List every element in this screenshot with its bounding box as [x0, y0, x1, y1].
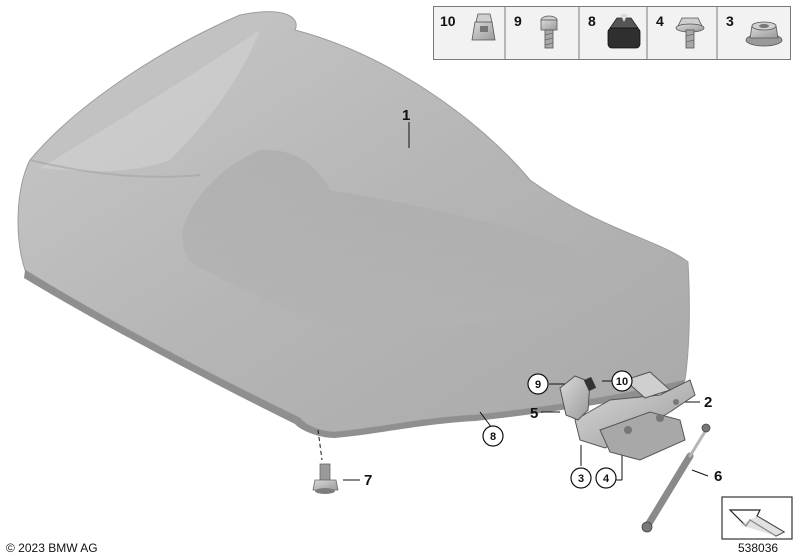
- circled-callouts: [482, 370, 633, 489]
- direction-arrow-box: [721, 496, 793, 540]
- hinge-bracket[interactable]: [559, 375, 597, 421]
- hood-panel[interactable]: [17, 11, 690, 438]
- circle-label-9: 9: [535, 379, 541, 391]
- callout-1: 1: [402, 107, 410, 124]
- parts-strip-items: 10 9 8 4: [440, 6, 783, 60]
- callout-2: 2: [704, 394, 712, 411]
- copyright-text: © 2023 BMW AG: [6, 541, 98, 555]
- callout-6: 6: [714, 468, 722, 485]
- circle-label-10: 10: [616, 376, 628, 388]
- callout-5: 5: [530, 405, 538, 422]
- circle-label-4: 4: [603, 473, 610, 485]
- strip-number-8: 8: [588, 13, 596, 29]
- diagram-number: 538036: [738, 541, 779, 555]
- callout-7: 7: [364, 472, 372, 489]
- flange-nut-icon: [745, 21, 783, 47]
- callout-labels: 1 2 5 6 7: [364, 107, 722, 489]
- hood-hinge-assembly[interactable]: [574, 371, 696, 461]
- hood-stop-bolt[interactable]: [312, 463, 339, 494]
- flange-bolt-icon: [675, 17, 705, 49]
- spring-clip-icon: [471, 13, 496, 41]
- strip-number-10: 10: [440, 13, 456, 29]
- hex-socket-screw-icon: [540, 15, 558, 49]
- circle-label-3: 3: [578, 473, 584, 485]
- circle-10: [611, 370, 633, 392]
- circle-8: [482, 425, 504, 447]
- circle-4: [595, 467, 617, 489]
- strip-number-3: 3: [726, 13, 734, 29]
- gas-strut[interactable]: [641, 423, 711, 533]
- strip-number-4: 4: [656, 13, 664, 29]
- circled-callout-labels: 8 9 10 3 4: [490, 376, 628, 485]
- circle-3: [570, 467, 592, 489]
- circle-label-8: 8: [490, 431, 496, 443]
- rubber-buffer-icon: [607, 14, 641, 49]
- strip-number-9: 9: [514, 13, 522, 29]
- circle-9: [527, 373, 549, 395]
